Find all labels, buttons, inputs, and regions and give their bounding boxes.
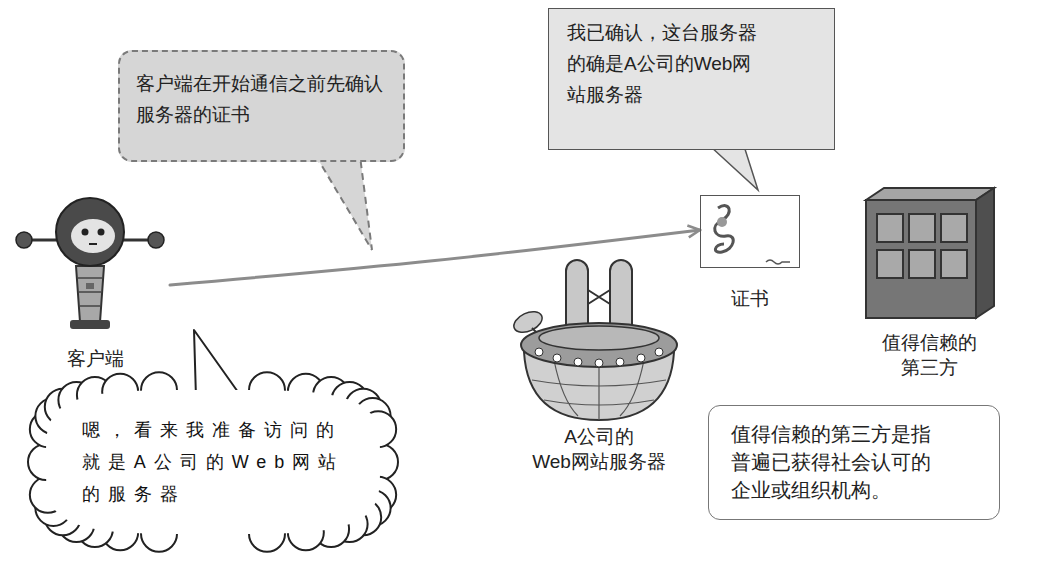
server-dish: [521, 323, 677, 367]
node-text: 嗯，看来我准备访问的 就是A公司的Web网站 的服务器: [82, 414, 345, 510]
text-line: 服务器的证书: [136, 99, 383, 130]
text-line: 客户端: [67, 346, 124, 371]
server-light: [616, 358, 624, 366]
server-dome: [539, 326, 659, 350]
robot-body: [76, 266, 104, 322]
text-line: 的服务器: [82, 478, 345, 510]
certificate-paper: [700, 195, 800, 268]
node-text: 值得信赖的 第三方: [882, 330, 977, 380]
certificate-seal: [715, 206, 733, 253]
text-line: 企业或组织机构。: [731, 476, 931, 504]
server-light: [595, 359, 603, 367]
figure-frame: [700, 195, 800, 268]
robot-feet: [70, 320, 110, 329]
server-light: [574, 358, 582, 366]
text-line: Web网站服务器: [532, 449, 666, 474]
robot-hand: [148, 232, 164, 248]
speech-bubble: 我已确认，这台服务器 的确是A公司的Web网 站服务器: [548, 8, 835, 150]
robot-mouth: [89, 243, 97, 245]
robot-eye: [82, 229, 89, 236]
node-text: 证书: [731, 286, 769, 311]
node-text: 我已确认，这台服务器 的确是A公司的Web网 站服务器: [567, 17, 757, 110]
cloud-fill: [46, 390, 380, 534]
speech-bubble: 客户端在开始通信之前先确认 服务器的证书: [118, 50, 405, 162]
third-party-building: [866, 188, 994, 318]
robot-hand: [16, 232, 32, 248]
figure-frame: [866, 190, 992, 318]
figure-frame: [514, 255, 684, 420]
robot-badge: [86, 283, 94, 289]
text-line: 站服务器: [567, 79, 757, 110]
text-line: 值得信赖的: [882, 330, 977, 355]
server-light: [553, 354, 561, 362]
bubble-tail: [710, 146, 758, 190]
third-party-building: 值得信赖的 第三方: [866, 190, 992, 380]
text-line: 就是A公司的Web网站: [82, 446, 345, 478]
building-front: [866, 200, 976, 318]
building-window: [941, 250, 967, 278]
server-ufo: [511, 260, 677, 420]
building-top: [866, 188, 994, 200]
bubble-tail: [316, 156, 372, 250]
note-box: 值得信赖的第三方是指 普遍已获得社会认可的 企业或组织机构。: [708, 405, 1000, 520]
text-line: 的确是A公司的Web网: [567, 48, 757, 79]
building-window: [941, 214, 967, 242]
cloud-tail: [194, 330, 238, 398]
text-line: 客户端在开始通信之前先确认: [136, 68, 383, 99]
certificate-seal-dot: [717, 217, 727, 227]
text-line: 我已确认，这台服务器: [567, 17, 757, 48]
server-grid: [532, 360, 666, 420]
robot-eye: [98, 229, 105, 236]
connector-arrow: [170, 230, 700, 285]
text-line: A公司的: [532, 424, 666, 449]
node-text: A公司的 Web网站服务器: [532, 424, 666, 474]
node-text: 客户端在开始通信之前先确认 服务器的证书: [136, 68, 383, 130]
certificate-signature: [766, 260, 790, 264]
server-light: [655, 348, 663, 356]
text-line: 嗯，看来我准备访问的: [82, 414, 345, 446]
server-light: [637, 354, 645, 362]
thought-cloud: 嗯，看来我准备访问的 就是A公司的Web网站 的服务器: [28, 372, 398, 552]
certificate-sheet: [700, 195, 800, 268]
node-text: 值得信赖的第三方是指 普遍已获得社会认可的 企业或组织机构。: [731, 420, 931, 504]
building-window: [909, 214, 935, 242]
web-server: A公司的 Web网站服务器: [514, 255, 684, 474]
building-window: [877, 214, 903, 242]
building-window: [909, 250, 935, 278]
text-line: 普遍已获得社会认可的: [731, 448, 931, 476]
server-light: [535, 348, 543, 356]
robot-stripes: [78, 278, 102, 306]
robot-face: [71, 219, 115, 253]
node-text: 客户端: [67, 346, 124, 371]
text-line: 第三方: [882, 355, 977, 380]
text-line: 值得信赖的第三方是指: [731, 420, 931, 448]
certificate: 证书: [700, 195, 800, 311]
client-figure: 客户端: [20, 190, 170, 371]
server-brace: [588, 290, 610, 304]
text-line: 证书: [731, 286, 769, 311]
building-side: [976, 188, 994, 318]
robot-head: [56, 198, 124, 266]
building-window: [877, 250, 903, 278]
figure-frame: [20, 190, 170, 340]
client-robot: [16, 198, 164, 329]
